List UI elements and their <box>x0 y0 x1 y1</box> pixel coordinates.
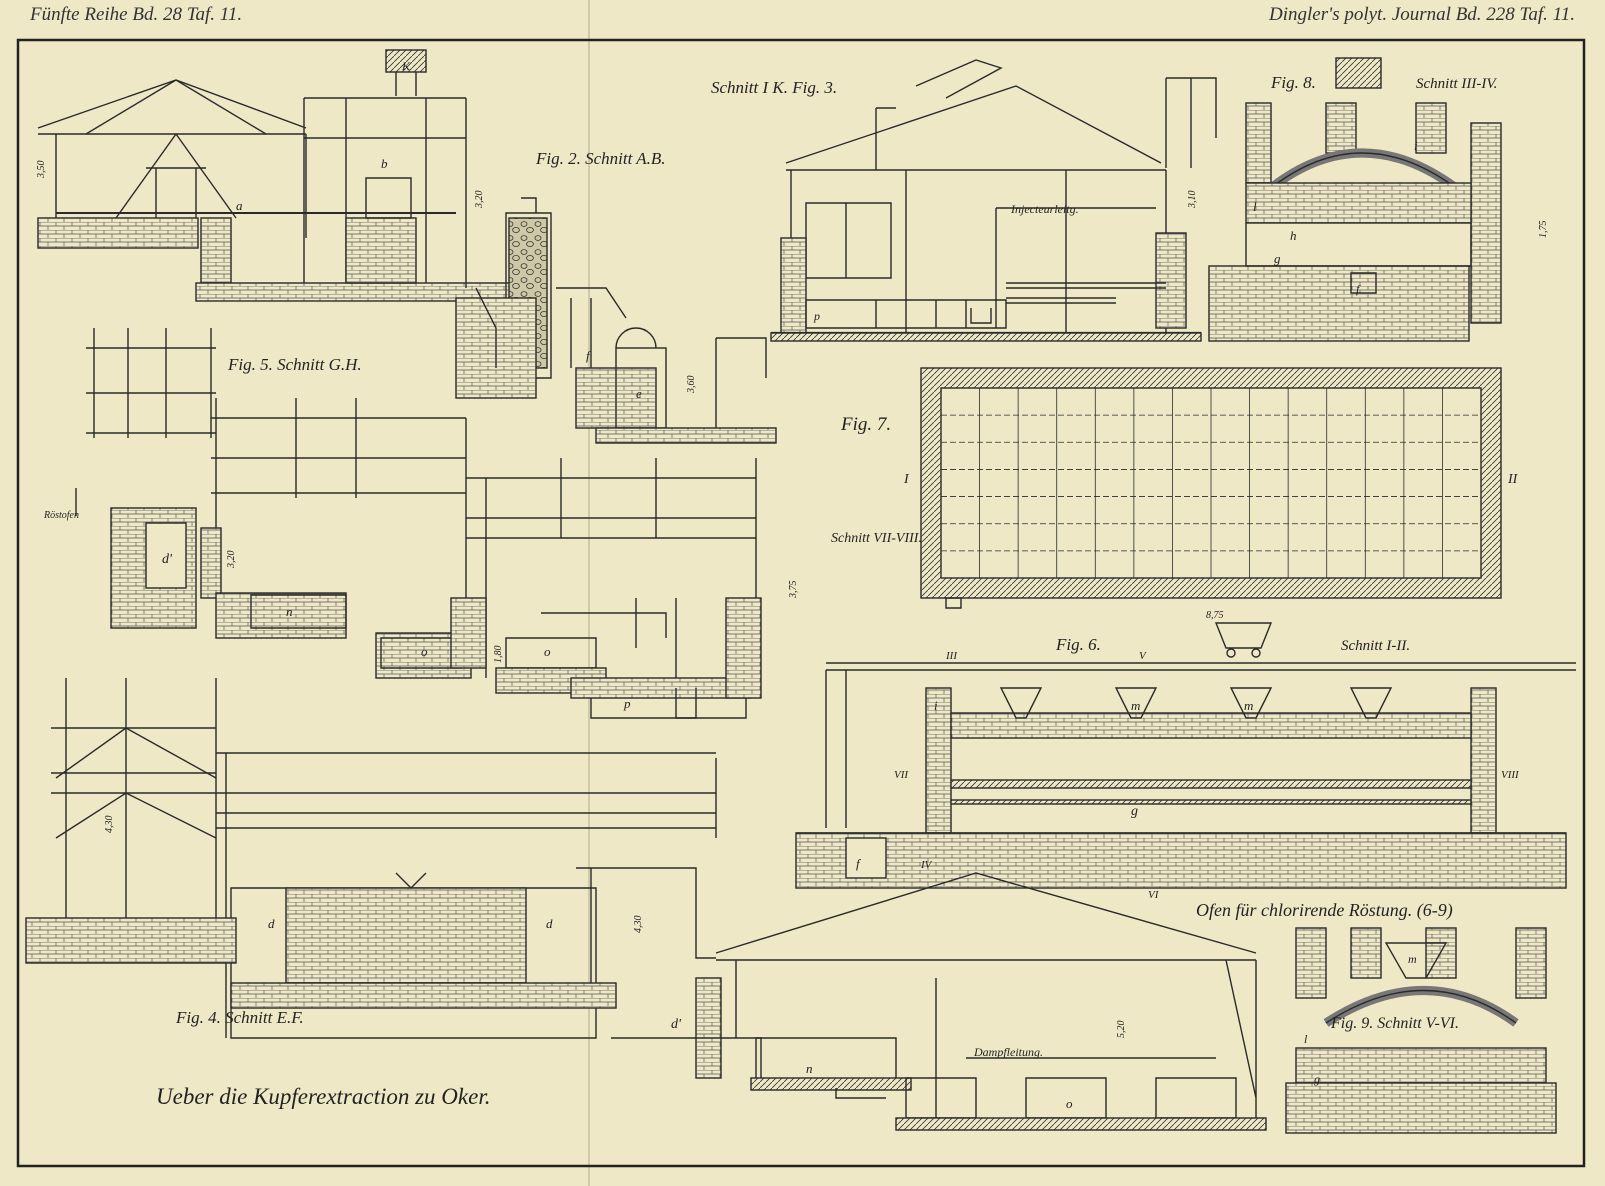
label-g-fig9: g <box>1314 1072 1320 1086</box>
fig7-plan-vii-viii <box>920 367 1502 609</box>
fig4-label: Fig. 4. Schnitt E.F. <box>175 1008 304 1027</box>
label-h-fig8: h <box>1290 228 1297 243</box>
fig8-section-iii-iv <box>1208 57 1502 342</box>
label-a: a <box>236 198 243 213</box>
label-roman-II-fig7: II <box>1507 472 1519 487</box>
dim-fig3: 3,10 <box>1187 191 1198 210</box>
label-dprime-fig4: d' <box>671 1017 682 1032</box>
label-o2-fig5: o <box>544 644 551 659</box>
fig7-label: Fig. 7. <box>840 414 891 435</box>
fig9-section-v-vi <box>1285 927 1557 1134</box>
roestofen-label: Röstofen <box>43 510 79 521</box>
label-roman-V: V <box>1139 650 1147 662</box>
label-roman-VI: VI <box>1148 889 1160 901</box>
plate-border <box>16 38 1586 1168</box>
label-l-fig8: l <box>1253 199 1257 214</box>
ofen-label: Ofen für chlorirende Röstung. (6-9) <box>1196 900 1453 921</box>
fig5-section-gh <box>75 328 762 719</box>
label-o-bottom: o <box>1066 1096 1073 1111</box>
header-left: Fünfte Reihe Bd. 28 Taf. 11. <box>30 4 243 25</box>
fig8-label: Fig. 8. <box>1270 73 1316 92</box>
label-b: b <box>381 156 388 171</box>
label-i-fig6: i <box>934 698 938 713</box>
dim-fig2-c: 3,60 <box>686 376 697 395</box>
label-o-fig5: o <box>421 644 428 659</box>
label-d2-fig4: d <box>546 916 553 931</box>
label-dprime-fig5: d' <box>162 552 173 567</box>
dim-fig5-a: 3,20 <box>226 551 237 570</box>
label-m-fig6: m <box>1131 698 1140 713</box>
label-n-bottom: n <box>806 1061 813 1076</box>
fig3-label: Schnitt I K. Fig. 3. <box>711 78 837 97</box>
label-k: K <box>401 59 411 73</box>
fig2-label: Fig. 2. Schnitt A.B. <box>535 149 666 168</box>
label-e: e <box>636 386 642 401</box>
label-p-fig5: p <box>623 696 631 711</box>
fig5-label: Fig. 5. Schnitt G.H. <box>227 355 362 374</box>
technical-drawing: a b K e f Fig. 2. Schnitt A.B. 3,50 3,20… <box>16 38 1586 1168</box>
label-f: f <box>586 348 592 363</box>
dim-fig7: 8,75 <box>1206 610 1224 621</box>
fig6-section: Schnitt I-II. <box>1341 638 1410 654</box>
label-g-fig6: g <box>1131 804 1138 819</box>
label-p-fig3: p <box>813 309 820 323</box>
label-roman-VII: VII <box>894 769 909 781</box>
dim-fig8: 1,75 <box>1538 221 1549 239</box>
fig7-grid <box>941 388 1481 578</box>
label-roman-III: III <box>945 650 958 662</box>
fig7-section: Schnitt VII-VIII. <box>831 531 922 546</box>
fig3-section-ik <box>770 59 1217 342</box>
fig8-section: Schnitt III-IV. <box>1416 76 1497 92</box>
fig4-section-ef <box>25 678 762 1083</box>
dim-fig4-b: 4,30 <box>633 916 644 934</box>
label-m2-fig6: m <box>1244 698 1253 713</box>
dim-fig4-a: 4,30 <box>104 816 115 834</box>
label-roman-I-fig7: I <box>903 472 910 487</box>
label-n-fig5: n <box>286 604 293 619</box>
label-f-fig8: f <box>1356 282 1361 296</box>
label-m-fig9: m <box>1408 952 1417 966</box>
label-i-fig8: i <box>1414 138 1418 153</box>
fig6-section-i-ii <box>795 622 1576 889</box>
dim-fig5-b: 3,75 <box>788 581 799 600</box>
dim-fig5-c: 1,80 <box>493 646 504 664</box>
dim-fig2-b: 3,20 <box>474 191 485 210</box>
label-roman-VIII: VIII <box>1501 769 1520 781</box>
injecteur-label: Injecteurleitg. <box>1010 202 1079 216</box>
label-roman-IV: IV <box>920 859 933 871</box>
bottom-roof-section <box>715 872 1267 1131</box>
fold-line <box>588 0 590 1186</box>
dampf-label: Dampfleitung. <box>973 1045 1043 1059</box>
fig6-label: Fig. 6. <box>1055 635 1101 654</box>
header-right: Dingler's polyt. Journal Bd. 228 Taf. 11… <box>1269 4 1575 25</box>
dim-fig2-a: 3,50 <box>36 161 47 180</box>
fig9-label: Fig. 9. Schnitt V-VI. <box>1330 1015 1459 1032</box>
label-d-fig4: d <box>268 916 275 931</box>
plate-title: Ueber die Kupferextraction zu Oker. <box>156 1084 491 1109</box>
fig2-section-ab <box>37 49 777 444</box>
label-l-fig9: l <box>1304 1032 1308 1046</box>
dim-bottom: 5,20 <box>1116 1021 1127 1039</box>
label-f-fig6: f <box>856 856 862 871</box>
label-g-fig8: g <box>1274 251 1281 266</box>
